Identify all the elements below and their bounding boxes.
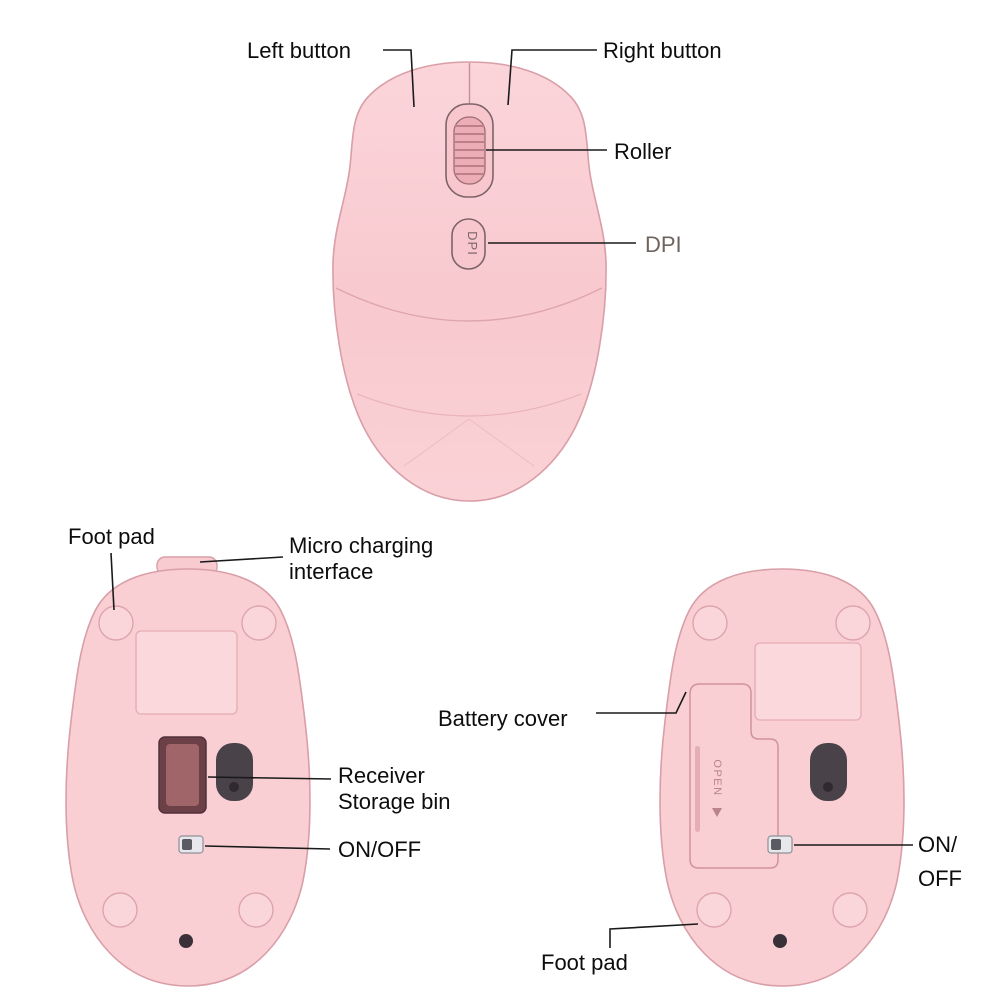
mouse-bottom-left-view — [65, 556, 311, 987]
on-off-right-label-line2: OFF — [918, 866, 962, 891]
facet-line-right — [468, 418, 535, 467]
on-off-right-label: ON/ OFF — [918, 828, 962, 896]
foot-pad-bottom-right — [238, 892, 274, 928]
label-sticker — [135, 630, 238, 715]
optical-sensor-lens — [823, 782, 833, 792]
battery-cover — [689, 683, 779, 869]
optical-sensor-lens — [229, 782, 239, 792]
foot-pad-top-left — [98, 605, 134, 641]
receiver-storage-bin-inner — [166, 744, 199, 806]
open-arrow-icon — [712, 808, 722, 817]
body-seam-lower — [356, 393, 582, 417]
right-button-line — [507, 49, 597, 106]
mouse-bottom-right-view: OPEN — [659, 568, 905, 987]
dpi-button — [451, 218, 486, 270]
receiver-storage-label: Receiver Storage bin — [338, 763, 451, 815]
micro-charging-label: Micro charging interface — [289, 533, 433, 585]
optical-sensor — [810, 743, 847, 801]
optical-sensor — [216, 743, 253, 801]
mouse-top-view: DPI — [332, 61, 607, 502]
battery-cover-grip-slot — [695, 746, 700, 832]
on-off-left-label: ON/OFF — [338, 837, 422, 862]
on-off-left-line — [204, 845, 331, 850]
left-button-label: Left button — [247, 38, 351, 63]
foot-pad-left-label: Foot pad — [68, 524, 155, 549]
roller-ridges — [455, 125, 484, 175]
power-switch-knob — [182, 839, 192, 850]
foot-pad-top-right — [835, 605, 871, 641]
open-marking-text: OPEN — [711, 759, 723, 796]
dpi-button-text: DPI — [465, 231, 480, 256]
right-button-label: Right button — [603, 38, 722, 63]
left-button-line — [383, 49, 415, 108]
foot-pad-right-line — [609, 923, 699, 948]
battery-cover-label: Battery cover — [438, 706, 568, 731]
foot-pad-left-line — [110, 552, 115, 611]
screw-hole — [773, 934, 787, 948]
mouse-top-body — [332, 61, 607, 502]
receiver-storage-label-line2: Storage bin — [338, 789, 451, 814]
micro-charging-label-line1: Micro charging — [289, 533, 434, 558]
label-sticker — [754, 642, 862, 721]
dpi-label: DPI — [645, 232, 682, 257]
callout-lines — [110, 49, 913, 948]
micro-charging-label-line2: interface — [289, 559, 374, 584]
micro-charging-line — [199, 556, 284, 563]
foot-pad-top-left — [692, 605, 728, 641]
screw-hole — [179, 934, 193, 948]
body-seam-upper — [335, 287, 603, 322]
foot-pad-bottom-left — [102, 892, 138, 928]
receiver-line — [207, 776, 332, 780]
facet-line-left — [403, 418, 470, 467]
power-switch-knob — [771, 839, 781, 850]
foot-pad-top-right — [241, 605, 277, 641]
foot-pad-bottom-left — [696, 892, 732, 928]
battery-cover-line — [596, 691, 687, 714]
foot-pad-bottom-right — [832, 892, 868, 928]
roller-label: Roller — [614, 139, 672, 164]
receiver-storage-label-line1: Receiver — [338, 763, 425, 788]
on-off-right-label-line1: ON/ — [918, 832, 958, 857]
foot-pad-right-label: Foot pad — [541, 950, 628, 975]
